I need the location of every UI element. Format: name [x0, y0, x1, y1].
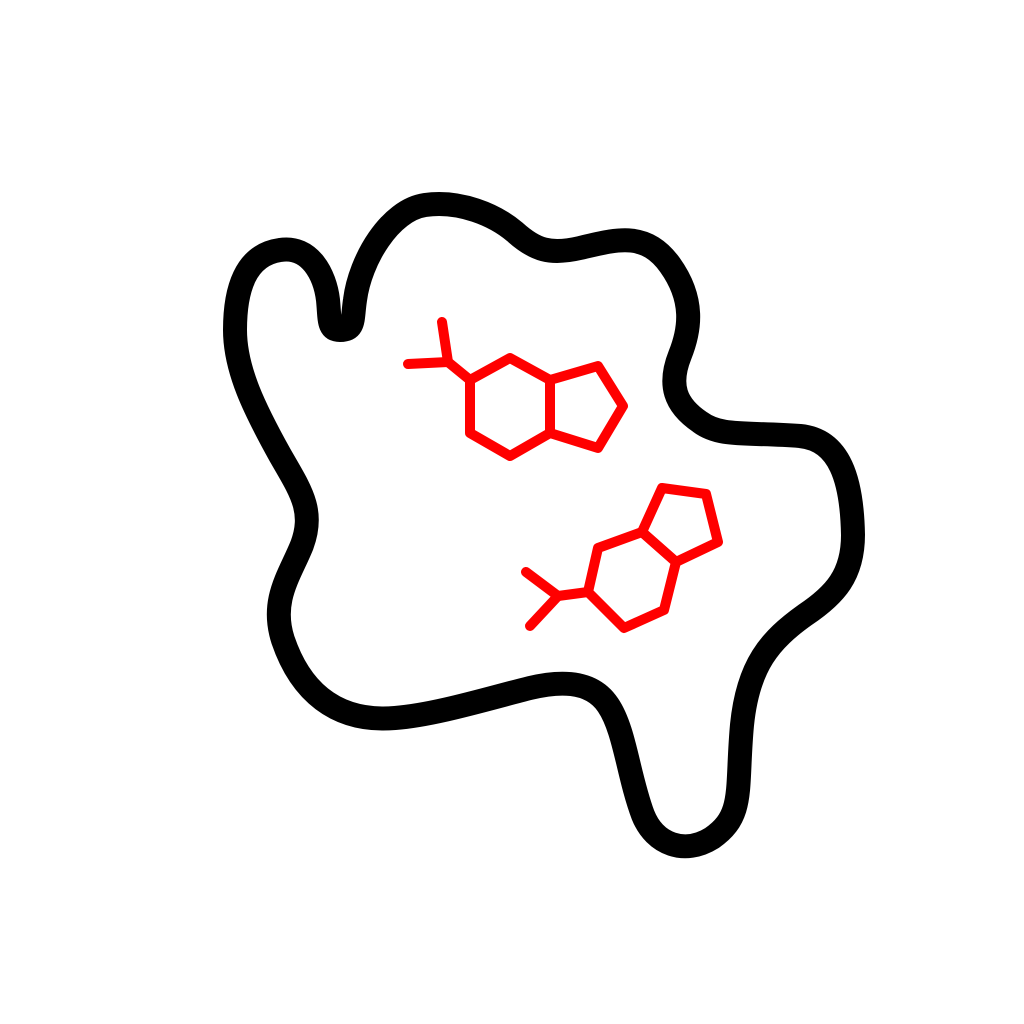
blob-outline — [223, 192, 865, 859]
six-membered-ring — [465, 353, 555, 461]
five-membered-ring — [637, 483, 723, 567]
methyl-branch-left — [403, 357, 453, 369]
methyl-branch-up — [437, 317, 453, 367]
bicyclic-molecule-upper — [403, 317, 628, 461]
methyl-bond — [553, 587, 593, 601]
five-membered-ring — [545, 361, 628, 453]
methyl-branch-up — [521, 567, 563, 601]
bicyclic-molecule-lower — [521, 483, 723, 633]
methyl-branch-down — [525, 591, 563, 631]
